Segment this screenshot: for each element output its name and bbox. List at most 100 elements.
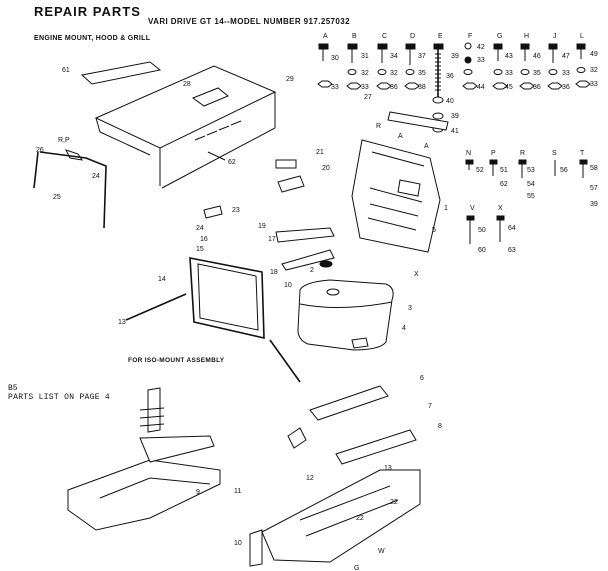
hw-num: 52 xyxy=(476,167,484,174)
hw-letter-r: R xyxy=(520,150,525,157)
callout-6: 6 xyxy=(420,375,424,382)
hood-assembly: 61 28 29 62 xyxy=(62,61,294,189)
hw-letter-a: A xyxy=(323,33,328,40)
callout-26: 26 xyxy=(36,147,44,154)
hw-num: 42 xyxy=(477,44,485,51)
callout-14: 14 xyxy=(158,276,166,283)
hw-num: 38 xyxy=(418,84,426,91)
hw-letter-v: V xyxy=(470,205,475,212)
hw-num: 54 xyxy=(527,181,535,188)
hw-num: 30 xyxy=(331,55,339,62)
hw-num: 40 xyxy=(446,98,454,105)
page-title: REPAIR PARTS xyxy=(34,4,141,19)
parts-list-reference: PARTS LIST ON PAGE 4 xyxy=(8,393,111,402)
callout-4: 4 xyxy=(402,325,406,332)
grille-assembly: 27 39 41 1 5 R A A X xyxy=(351,94,459,278)
fuel-tank: 2 10 3 4 xyxy=(284,260,412,351)
hw-letter-e: E xyxy=(438,33,443,40)
callout-24: 24 xyxy=(92,173,100,180)
hw-num: 60 xyxy=(478,247,486,254)
hw-num: 39 xyxy=(590,201,598,208)
hw-letter-x: X xyxy=(498,205,503,212)
hw-letter-f: F xyxy=(468,33,472,40)
hw-num: 33 xyxy=(331,84,339,91)
hw-num: 33 xyxy=(505,70,513,77)
callout-25: 25 xyxy=(53,194,61,201)
hw-num: 33 xyxy=(477,57,485,64)
callout-21: 21 xyxy=(316,149,324,156)
hw-num: 33 xyxy=(590,81,598,88)
engine-mount-frame: 24 23 16 15 14 xyxy=(158,205,265,340)
iso-mount-label: FOR ISO-MOUNT ASSEMBLY xyxy=(128,357,225,364)
hw-letter-b: B xyxy=(352,33,357,40)
base-plate: 10 22 22 G W xyxy=(234,469,421,571)
callout-8: 8 xyxy=(438,423,442,430)
hw-num: 45 xyxy=(505,84,513,91)
hw-num: 56 xyxy=(560,167,568,174)
hardware-number-row-2: 32 32 35 36 33 33 35 33 32 xyxy=(361,57,598,80)
hw-num: 33 xyxy=(562,70,570,77)
hw-num: 50 xyxy=(478,227,486,234)
callout-16: 16 xyxy=(200,236,208,243)
callout-13: 13 xyxy=(118,319,126,326)
hood-prop-rod: 26 R,P 24 25 xyxy=(33,137,107,229)
hw-num: 32 xyxy=(390,70,398,77)
grille-letter-a: A xyxy=(398,133,403,140)
hood-brackets: 21 20 19 17 18 xyxy=(258,149,335,276)
hw-letter-c: C xyxy=(382,33,387,40)
callout-17: 17 xyxy=(268,236,276,243)
callout-28: 28 xyxy=(183,81,191,88)
hw-num: 36 xyxy=(562,84,570,91)
callout-10: 10 xyxy=(234,540,242,547)
callout-22: 22 xyxy=(356,515,364,522)
hw-num: 35 xyxy=(533,70,541,77)
grille-letter-a2: A xyxy=(424,143,429,150)
callout-18: 18 xyxy=(270,269,278,276)
hw-num: 36 xyxy=(446,73,454,80)
callout-5: 5 xyxy=(432,227,436,234)
callout-3: 3 xyxy=(408,305,412,312)
hardware-letter-row: A B C D E F G H J L xyxy=(323,33,584,40)
hw-num: 58 xyxy=(590,165,598,172)
hw-num: 63 xyxy=(508,247,516,254)
callout-23: 23 xyxy=(232,207,240,214)
hardware-number-row-1: 30 31 34 37 39 42 43 46 47 49 xyxy=(331,44,598,62)
hw-letter-n: N xyxy=(466,150,471,157)
callout-41: 41 xyxy=(451,128,459,135)
callout-20: 20 xyxy=(322,165,330,172)
side-hardware: N P R S T V X 52 51 53 56 58 62 54 55 57… xyxy=(465,150,598,254)
model-subtitle: VARI DRIVE GT 14--MODEL NUMBER 917.25703… xyxy=(148,17,350,26)
callout-24: 24 xyxy=(196,225,204,232)
hw-num: 32 xyxy=(361,70,369,77)
callout-10: 10 xyxy=(284,282,292,289)
hw-letter-t: T xyxy=(580,150,585,157)
callout-29: 29 xyxy=(286,76,294,83)
hw-num: 57 xyxy=(590,185,598,192)
page-code: B5 xyxy=(8,384,18,393)
hw-num: 49 xyxy=(590,51,598,58)
hw-num: 33 xyxy=(361,84,369,91)
callout-2: 2 xyxy=(310,267,314,274)
hardware-number-row-3: 33 33 36 38 40 44 45 36 36 33 xyxy=(331,81,598,105)
hw-letter-s: S xyxy=(552,150,557,157)
hw-num: 36 xyxy=(390,84,398,91)
hw-num: 43 xyxy=(505,53,513,60)
hw-num: 39 xyxy=(451,53,459,60)
callout-27: 27 xyxy=(364,94,372,101)
hw-num: 51 xyxy=(500,167,508,174)
section-title: ENGINE MOUNT, HOOD & GRILL xyxy=(34,35,151,42)
callout-61: 61 xyxy=(62,67,70,74)
hw-num: 46 xyxy=(533,53,541,60)
grille-letter-x: X xyxy=(414,271,419,278)
hw-num: 62 xyxy=(500,181,508,188)
base-letter-w: W xyxy=(378,548,385,555)
hw-letter-p: P xyxy=(491,150,496,157)
base-letter-g: G xyxy=(354,565,359,571)
callout-39: 39 xyxy=(451,113,459,120)
callout-rp: R,P xyxy=(58,137,70,144)
hw-num: 32 xyxy=(590,67,598,74)
hardware-nuts xyxy=(317,80,591,133)
callout-11: 11 xyxy=(234,488,241,495)
hw-num: 44 xyxy=(477,84,485,91)
